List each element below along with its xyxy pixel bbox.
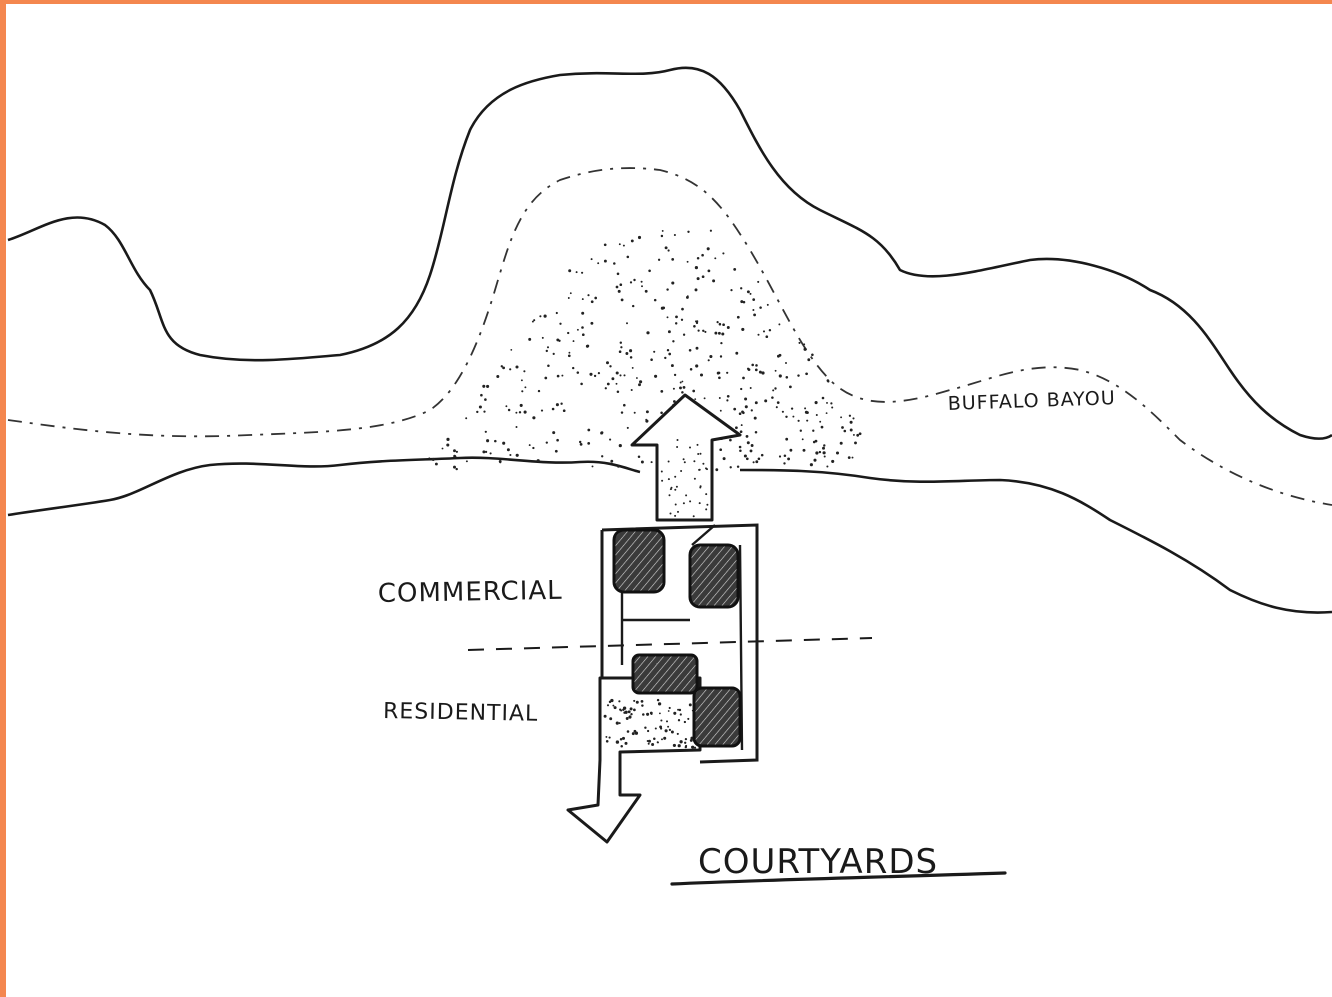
building-outline xyxy=(600,523,759,764)
residential-courtyard xyxy=(566,676,702,844)
frame-top-border xyxy=(0,0,1332,4)
river-label: BUFFALO BAYOU xyxy=(947,387,1116,415)
zone-divider xyxy=(467,637,873,651)
river-bank-upper xyxy=(7,66,1332,441)
commercial-label: COMMERCIAL xyxy=(378,576,563,609)
residential-label: RESIDENTIAL xyxy=(383,699,539,727)
frame-left-border xyxy=(0,0,6,997)
commercial-block-right xyxy=(688,543,740,609)
river-bank-lower xyxy=(7,456,1332,614)
courtyard-stipple xyxy=(603,439,709,749)
title-underline xyxy=(670,871,1007,886)
residential-block-right xyxy=(692,686,742,748)
residential-block-top xyxy=(631,653,699,695)
commercial-block-left xyxy=(612,528,666,594)
building-inner-line xyxy=(620,524,744,751)
arrow-to-bayou xyxy=(630,393,742,522)
